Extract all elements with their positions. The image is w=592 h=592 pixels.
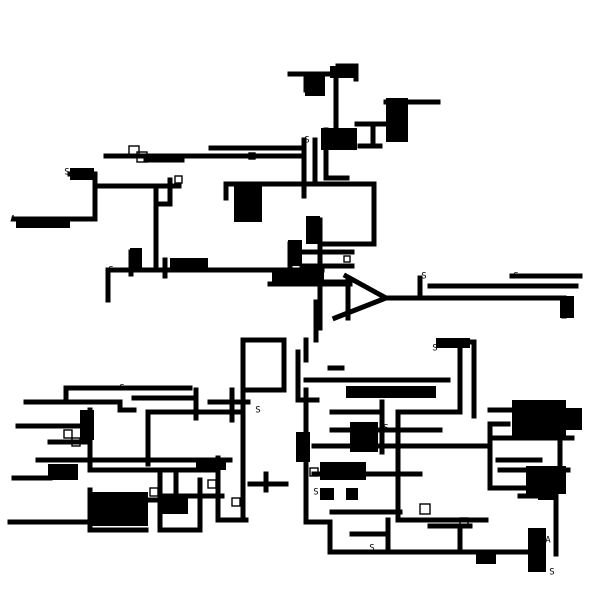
s-marker: S bbox=[369, 544, 374, 554]
a-marker: A bbox=[10, 215, 16, 225]
small-markers bbox=[63, 145, 535, 527]
s-marker: S bbox=[255, 406, 260, 416]
s-marker: S bbox=[513, 272, 518, 282]
s-marker: S bbox=[64, 168, 69, 178]
circuit-wires bbox=[7, 63, 583, 557]
s-marker: S bbox=[304, 136, 309, 146]
s-marker: S bbox=[549, 568, 554, 578]
s-marker: S bbox=[313, 488, 318, 498]
s-marker: S bbox=[432, 344, 437, 354]
s-marker: S bbox=[108, 266, 113, 276]
solid-blocks bbox=[16, 66, 582, 572]
a-marker: A bbox=[545, 536, 551, 546]
marker-letters: S S S S S S S S S S S S A A bbox=[10, 136, 554, 578]
s-marker: S bbox=[421, 272, 426, 282]
s-marker: S bbox=[119, 384, 124, 394]
s-marker: S bbox=[383, 424, 388, 434]
